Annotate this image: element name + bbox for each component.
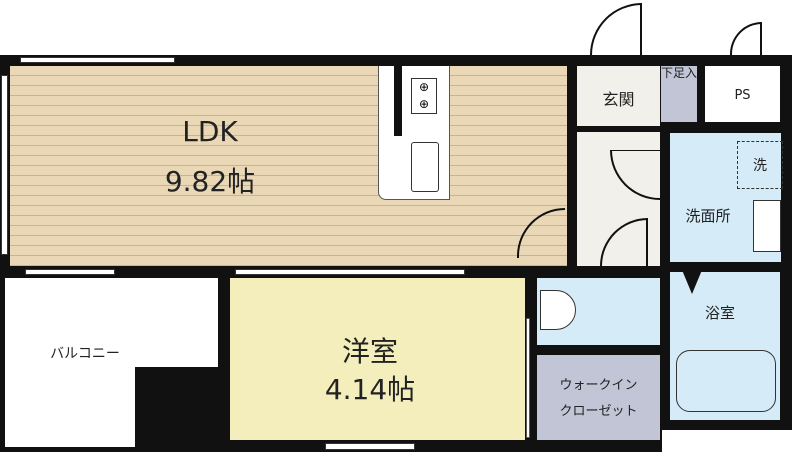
room-shoe-storage — [661, 66, 697, 122]
entrance-door[interactable] — [590, 3, 642, 55]
shoe-storage-label: 下足入 — [661, 66, 698, 80]
ps-door[interactable] — [730, 22, 762, 55]
washroom-label: 洗面所 — [685, 207, 731, 225]
ldk-size: 9.82帖 — [164, 165, 256, 198]
washbasin-icon — [753, 200, 781, 252]
window-ldk-left[interactable] — [1, 75, 8, 255]
washer-space — [737, 141, 783, 189]
stove-icon: ⊕⊕ — [411, 78, 437, 114]
kitchen-wall — [394, 66, 402, 136]
room-ldk — [10, 66, 567, 266]
western-size: 4.14帖 — [324, 373, 416, 406]
exterior-gap — [662, 430, 800, 460]
wic-sliding-door[interactable] — [526, 318, 530, 438]
balcony-label: バルコニー — [50, 346, 120, 362]
bath-door-indicator — [682, 270, 702, 294]
wall-bath-bottom — [660, 420, 792, 430]
window-ldk-top[interactable] — [20, 57, 175, 63]
wic-label-1: ウォークイン — [559, 378, 638, 393]
room-entrance — [577, 66, 660, 126]
western-name: 洋室 — [341, 335, 398, 368]
wic-label-2: クローゼット — [559, 404, 638, 419]
room-ps — [705, 66, 780, 122]
room-western — [230, 278, 525, 440]
room-walk-in-closet — [537, 355, 660, 440]
sink-icon — [411, 142, 439, 192]
bathtub-icon — [676, 350, 776, 412]
ps-label: PS — [734, 88, 751, 103]
ldk-name: LDK — [182, 115, 238, 148]
window-western-bottom[interactable] — [325, 443, 415, 450]
entrance-label: 玄関 — [602, 90, 635, 109]
washer-label: 洗 — [753, 158, 767, 174]
bathroom-label: 浴室 — [704, 304, 735, 322]
window-balcony-1[interactable] — [25, 269, 115, 275]
balcony-wall-block — [135, 367, 218, 449]
toilet-icon — [540, 290, 576, 330]
window-balcony-2[interactable] — [235, 269, 465, 275]
